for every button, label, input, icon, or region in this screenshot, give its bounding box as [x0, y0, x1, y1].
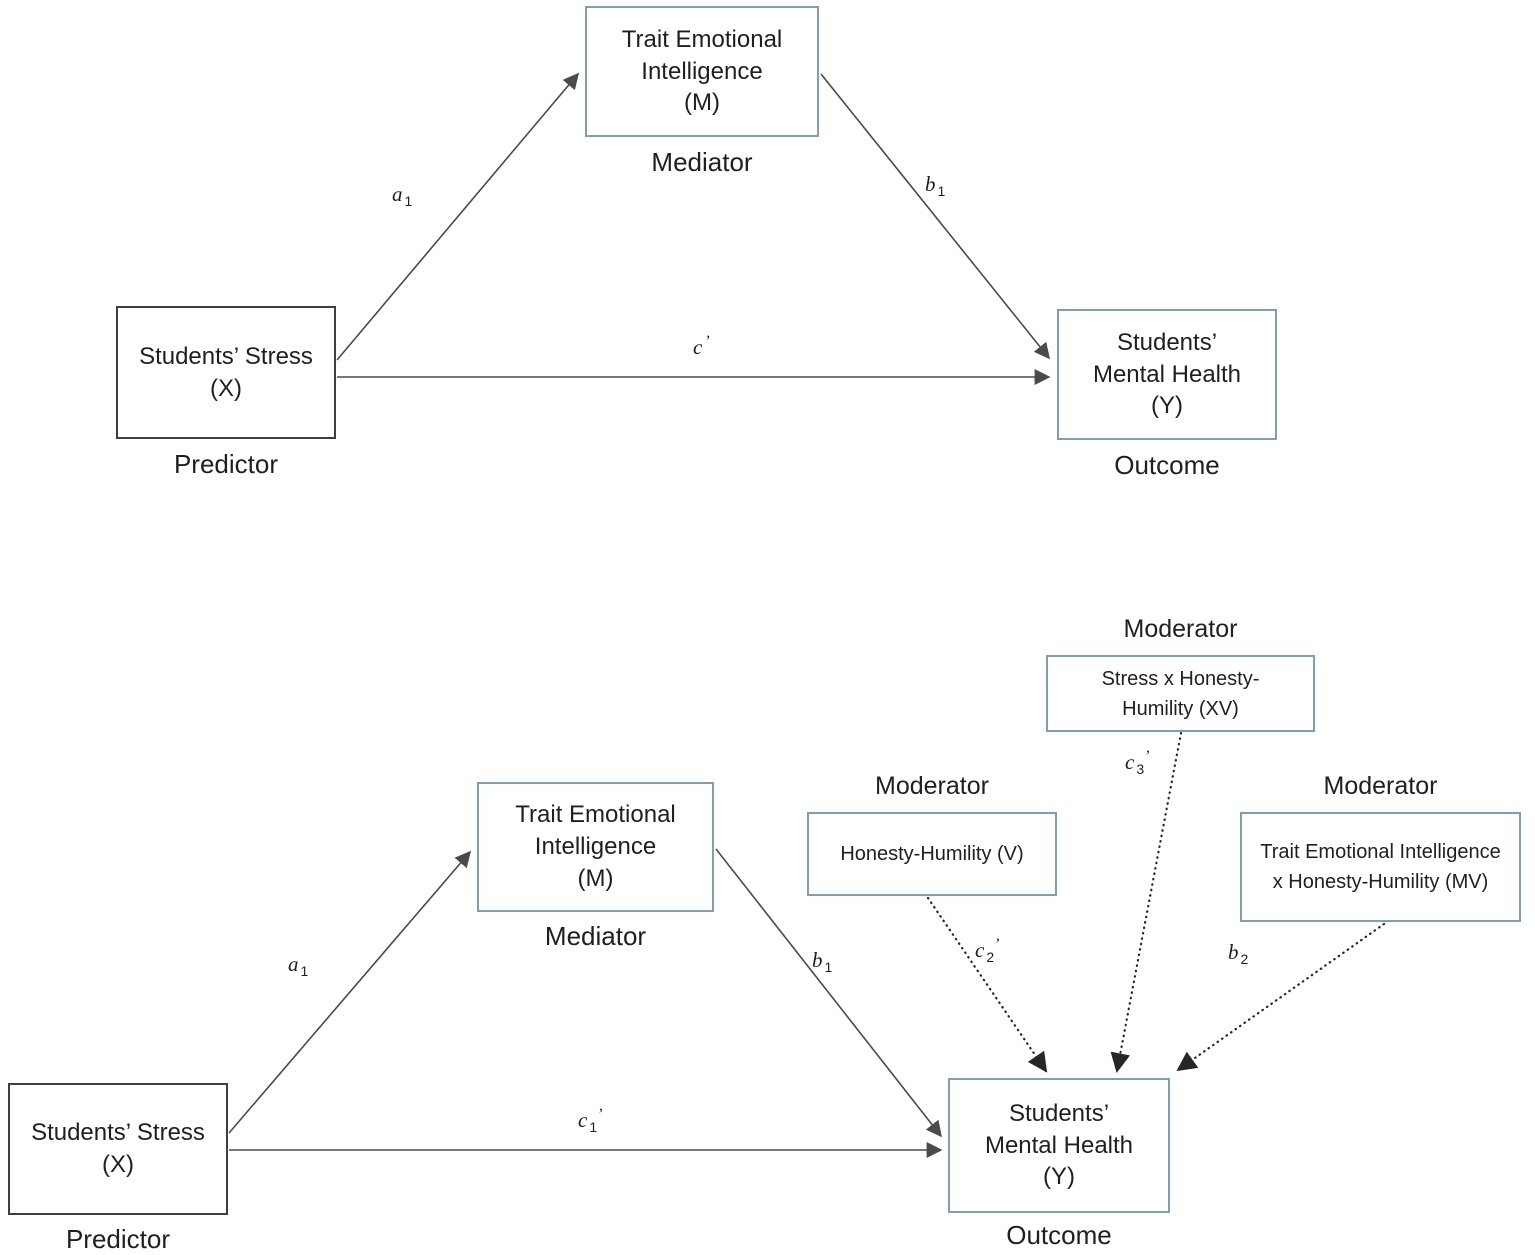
moderator-v-label: Honesty-Humility (V): [840, 843, 1024, 865]
moderator-xv-box: Stress x Honesty- Humility (XV): [1046, 655, 1315, 732]
moderator-mv-box: Trait Emotional Intelligence x Honesty-H…: [1240, 812, 1521, 922]
top-outcome-label: Students’ Mental Health (Y): [1092, 328, 1242, 420]
bottom-outcome-box: Students’ Mental Health (Y): [948, 1078, 1170, 1213]
top-outcome-box: Students’ Mental Health (Y): [1057, 309, 1277, 440]
moderator-mv-heading: Moderator: [1323, 772, 1438, 800]
top-path-b-arrow: [820, 73, 1051, 360]
bottom-outcome-caption: Outcome: [1006, 1220, 1112, 1250]
bottom-mediator-label: Trait Emotional Intelligence (M): [515, 801, 676, 892]
bottom-path-c2-dotted-arrow: [926, 896, 1048, 1073]
top-path-c-label: c’: [693, 333, 710, 360]
top-mediator-label: Trait Emotional Intelligence (M): [621, 25, 783, 117]
top-path-a-arrow: [336, 72, 580, 361]
bottom-path-b-arrow: [715, 848, 942, 1138]
bottom-predictor-box: Students’ Stress (X): [8, 1083, 228, 1215]
bottom-predictor-label: Students’ Stress (X): [31, 1119, 205, 1178]
moderator-v-heading: Moderator: [875, 772, 989, 800]
moderator-v-box: Honesty-Humility (V): [807, 812, 1057, 896]
moderator-mv-label: Trait Emotional Intelligence x Honesty-H…: [1260, 841, 1501, 893]
bottom-mediator-box: Trait Emotional Intelligence (M): [477, 782, 714, 912]
bottom-path-b2-dotted-arrow: [1176, 922, 1386, 1072]
bottom-outcome-label: Students’ Mental Health (Y): [984, 1099, 1134, 1191]
top-outcome-caption: Outcome: [1114, 450, 1220, 480]
top-predictor-caption: Predictor: [173, 449, 279, 479]
bottom-predictor-caption: Predictor: [65, 1224, 171, 1254]
top-mediator-box: Trait Emotional Intelligence (M): [585, 6, 819, 137]
bottom-path-c3-dotted-arrow: [1110, 731, 1183, 1073]
bottom-path-a-arrow: [228, 850, 472, 1134]
top-predictor-label: Students’ Stress (X): [139, 342, 313, 402]
top-predictor-box: Students’ Stress (X): [116, 306, 336, 439]
moderator-xv-heading: Moderator: [1123, 615, 1238, 643]
bottom-mediator-caption: Mediator: [544, 921, 647, 951]
moderator-xv-label: Stress x Honesty- Humility (XV): [1101, 667, 1260, 720]
top-mediator-caption: Mediator: [651, 147, 753, 177]
